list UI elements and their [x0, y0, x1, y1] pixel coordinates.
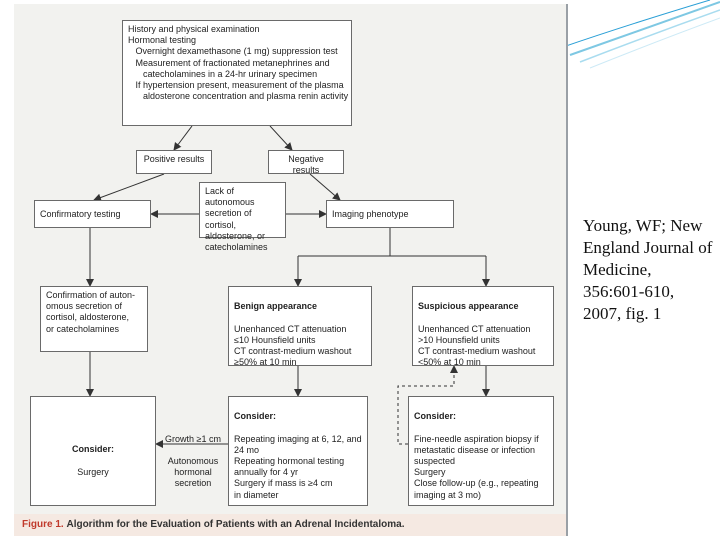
figure-number: Figure 1. — [22, 519, 64, 530]
suspicious-title: Suspicious appearance — [418, 301, 519, 312]
history-line-2: Hormonal testing — [128, 35, 197, 46]
citation-text: Young, WF; New England Journal of Medici… — [583, 216, 713, 323]
lack-of-secretion-box: Lack of autonomous secretion of cortisol… — [199, 182, 286, 252]
benign-appearance-box: Benign appearance Unenhanced CT attenuat… — [228, 286, 372, 368]
consider-followup-box: Consider: Repeating imaging at 6, 12, an… — [228, 396, 368, 506]
history-line-1: History and physical examination — [128, 24, 260, 34]
followup-body: Repeating imaging at 6, 12, and 24 mo Re… — [234, 433, 362, 500]
slide-decoration — [560, 0, 720, 69]
surgery-consider-title: Consider: — [71, 444, 114, 455]
history-line-7: aldosterone concentration and plasma ren… — [128, 91, 349, 102]
benign-title: Benign appearance — [234, 301, 318, 312]
history-line-6: If hypertension present, measurement of … — [128, 80, 344, 91]
growth-label: Growth ≥1 cm — [165, 434, 221, 444]
benign-body: Unenhanced CT attenuation ≤10 Hounsfield… — [234, 323, 352, 368]
autonomous-secretion-label: Autonomous hormonal secretion — [167, 456, 219, 488]
confirmatory-testing-box: Confirmatory testing — [34, 200, 151, 228]
followup-consider-title: Consider: — [234, 411, 277, 422]
consider-surgery-box: Consider: Surgery — [30, 396, 156, 506]
imaging-phenotype-box: Imaging phenotype — [326, 200, 454, 228]
figure-caption: Figure 1. Algorithm for the Evaluation o… — [14, 514, 566, 536]
history-line-3: Overnight dexamethasone (1 mg) suppressi… — [128, 46, 338, 57]
flowchart-connectors — [86, 125, 490, 448]
confirmation-secretion-box: Confirmation of auton- omous secretion o… — [40, 286, 148, 352]
history-line-4: Measurement of fractionated metanephrine… — [128, 57, 330, 68]
positive-results-box: Positive results — [136, 150, 212, 174]
history-testing-box: History and physical examination Hormona… — [122, 20, 352, 126]
flowchart-figure: History and physical examination Hormona… — [14, 4, 568, 536]
biopsy-consider-title: Consider: — [414, 411, 457, 422]
negative-results-box: Negative results — [268, 150, 344, 175]
suspicious-body: Unenhanced CT attenuation >10 Hounsfield… — [418, 323, 536, 368]
surgery-body: Surgery — [77, 466, 109, 477]
history-line-5: catecholamines in a 24-hr urinary specim… — [128, 68, 318, 79]
consider-biopsy-box: Consider: Fine-needle aspiration biopsy … — [408, 396, 554, 506]
suspicious-appearance-box: Suspicious appearance Unenhanced CT atte… — [412, 286, 554, 368]
figure-title: Algorithm for the Evaluation of Patients… — [66, 519, 405, 530]
biopsy-body: Fine-needle aspiration biopsy if metasta… — [414, 433, 539, 500]
